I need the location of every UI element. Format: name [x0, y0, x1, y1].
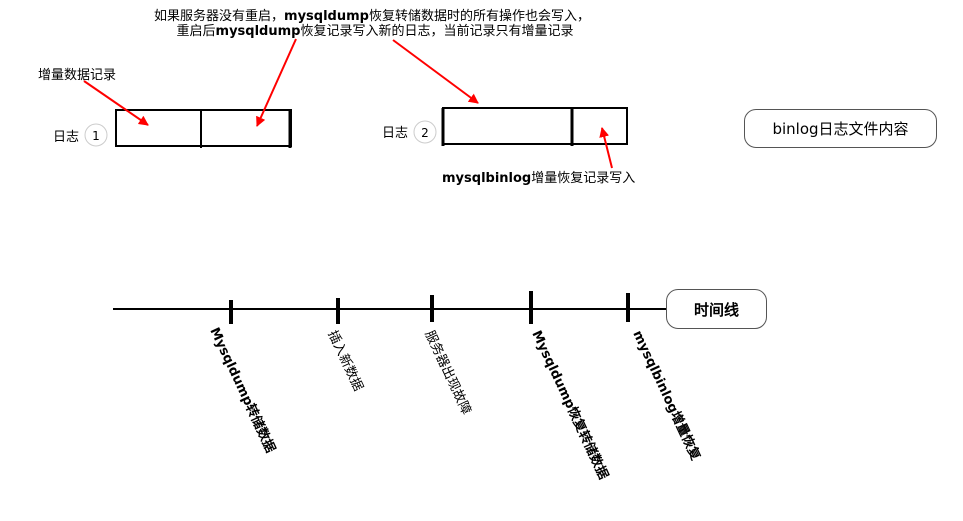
log1-label: 日志 — [53, 130, 79, 145]
event-label: Mysqldump转储数据 — [206, 325, 278, 455]
log2-label: 日志 — [382, 126, 408, 141]
event-label: Mysqldump恢复转储数据 — [528, 328, 611, 482]
event-label: 插入新数据 — [324, 328, 366, 394]
arrow-binlog-note-to-log2 — [599, 127, 613, 169]
binlog-note: mysqlbinlog增量恢复记录写入 — [442, 171, 635, 186]
arrow-annotation-to-log1 — [256, 38, 297, 127]
event-label: mysqlbinlog增量恢复 — [629, 328, 704, 464]
log2-box — [442, 107, 628, 145]
log1-number-badge — [84, 123, 108, 147]
incremental-data-label: 增量数据记录 — [38, 68, 116, 83]
event-label: 服务器出现故障 — [421, 328, 474, 417]
log2-number: 2 — [421, 126, 429, 140]
log1-number: 1 — [92, 129, 100, 143]
legend-box: binlog日志文件内容 — [744, 109, 937, 148]
top-annotation-line1: 如果服务器没有重启，mysqldump恢复转储数据时的所有操作也会写入， — [154, 8, 590, 24]
arrow-annotation-to-log2 — [392, 39, 479, 104]
log1-box — [115, 109, 292, 147]
arrow-incremental-to-log1 — [83, 80, 149, 126]
top-annotation-line2: 重启后mysqldump恢复记录写入新的日志，当前记录只有增量记录 — [177, 23, 574, 39]
timeline-label-box: 时间线 — [666, 289, 767, 329]
log2-number-badge — [413, 120, 437, 144]
